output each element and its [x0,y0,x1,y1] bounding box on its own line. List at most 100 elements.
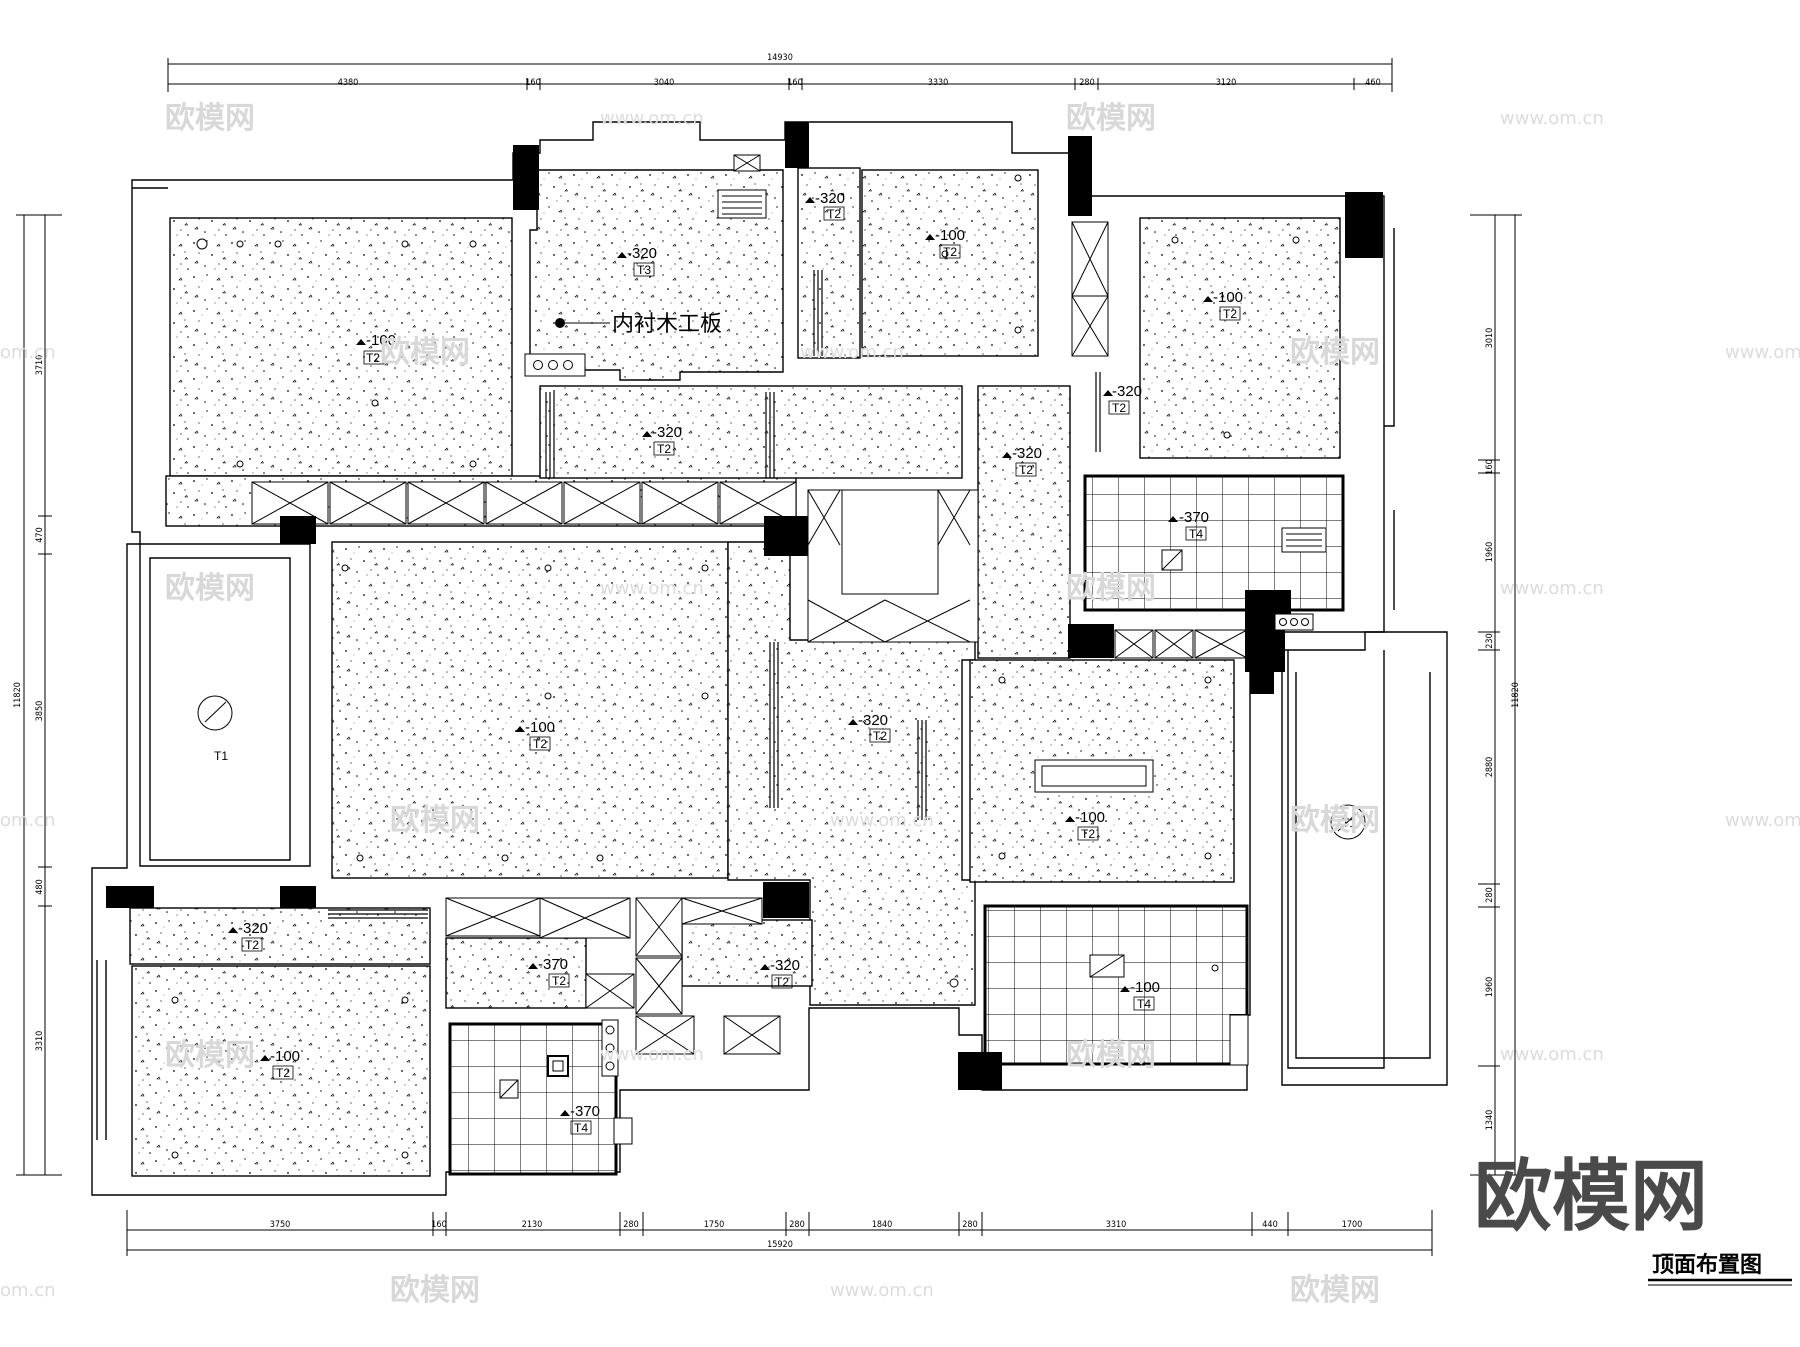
dim-top-seg: 460 [1365,78,1380,88]
level-value: -320 [770,957,800,974]
watermark-url: www.om.cn [800,342,904,363]
watermark-brand: 欧模网 [1066,101,1156,136]
watermark-brand: 欧模网 [1066,571,1156,606]
dim-right-seg: 160 [1485,459,1495,474]
dim-right-seg: 2880 [1485,757,1495,778]
zone-hall-320 [977,385,1071,659]
dim-left-seg: 3710 [35,355,45,376]
dimension-top-ticks [526,78,1355,90]
dim-top-seg: 160 [787,78,802,88]
level-value: -370 [1179,509,1209,526]
level-code: T2 [276,1066,290,1080]
dim-left-seg: 3850 [35,701,45,722]
downlights [171,174,1300,1159]
dim-bottom-seg: 280 [623,1220,638,1230]
level-code: T2 [1223,307,1237,321]
level-value: -100 [1130,979,1160,996]
zone-370-small [445,937,587,1009]
dim-top-seg: 4380 [338,78,359,88]
dim-top-seg: 3120 [1216,78,1237,88]
dim-bottom-total: 15920 [767,1240,793,1250]
level-code: T4 [1137,997,1151,1011]
zone-bath-right-grid [983,904,1249,1066]
dimension-right [1470,214,1522,1176]
dim-right-seg: 1960 [1485,542,1495,563]
zone-center-320 [727,541,976,1006]
level-code: T2 [943,245,957,259]
level-value: -320 [1112,383,1142,400]
watermark-url: www.om.cn [1500,108,1604,129]
watermark-url: www.om.cn [830,810,934,831]
dim-bottom-seg: 1750 [704,1220,725,1230]
watermark-brand: 欧模网 [1066,1038,1156,1073]
level-code: T4 [1189,527,1203,541]
watermark-url: www.om.cn [600,578,704,599]
level-value: -320 [815,190,845,207]
level-value: -370 [538,956,568,973]
dim-bottom-seg: 3750 [270,1220,291,1230]
watermark-brand: 欧模网 [380,335,470,370]
light-strips [328,270,1101,919]
dimension-top [167,58,1393,92]
watermark-brand: 欧模网 [1290,335,1380,370]
dim-left-seg: 470 [35,527,45,542]
dim-bottom-seg: 3310 [1106,1220,1127,1230]
watermark-url: www.om.cn [1500,578,1604,599]
dim-top-seg: 3040 [654,78,675,88]
dim-left-seg: 3310 [35,1031,45,1052]
dim-bottom-seg: 280 [962,1220,977,1230]
zone-living [331,541,729,879]
level-code: T2 [873,729,887,743]
level-code: T2 [366,351,380,365]
level-value: -100 [270,1048,300,1065]
dim-right-seg: 230 [1485,633,1495,648]
drawing-title: 顶面布置图 [1652,1252,1762,1278]
level-value: -100 [366,332,396,349]
dimension-bottom [126,1210,1433,1256]
level-code: T2 [533,737,547,751]
level-value: -320 [238,920,268,937]
watermark-url-partial: om.cn [0,810,56,831]
note-marker [555,318,565,328]
level-value: -100 [525,719,555,736]
zone-bedroom-3 [131,965,431,1177]
level-code: T3 [637,263,651,277]
dim-bottom-seg: 1840 [872,1220,893,1230]
watermark-url: www.om.cn [600,108,704,129]
watermark-url: www.om.cn [1500,1044,1604,1065]
level-value: -370 [570,1103,600,1120]
watermark-url-partial: om.cn [0,342,56,363]
outer-walls [91,121,1448,1196]
dim-right-seg: 1340 [1485,1110,1495,1131]
level-code: T2 [1019,463,1033,477]
zone-kitchen [529,169,784,381]
watermark-brand: 欧模网 [1290,803,1380,838]
zone-bedroom-1 [169,217,513,477]
dimension-left [16,214,62,1176]
zone-corridor-320 [539,385,963,479]
watermark-url-partial: om.cn [0,1280,56,1301]
dim-bottom-seg: 280 [789,1220,804,1230]
watermark-brand: 欧模网 [1290,1273,1380,1308]
dim-bottom-seg: 440 [1262,1220,1277,1230]
dim-right-seg: 280 [1485,887,1495,902]
brand-watermark-large: 欧模网 [1474,1152,1708,1242]
dim-top-seg: 280 [1079,78,1094,88]
watermark-url: www.om.cn [830,1280,934,1301]
dim-right-seg: 1960 [1485,977,1495,998]
